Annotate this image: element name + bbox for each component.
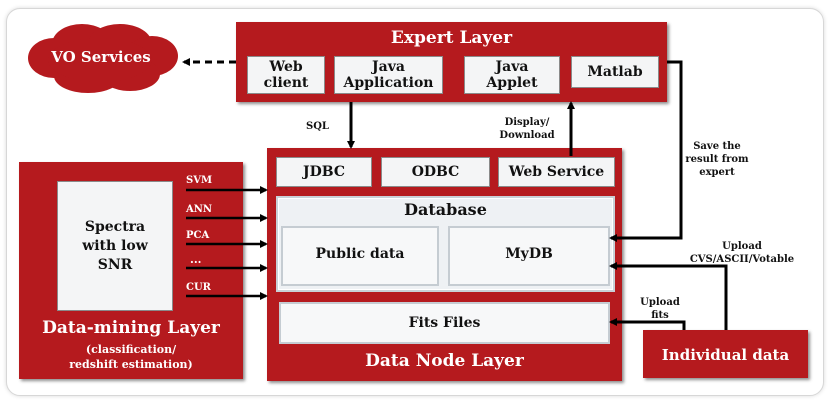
expert-layer-title: Expert Layer bbox=[390, 28, 513, 48]
upload-formats-arrow bbox=[609, 262, 728, 330]
save-result-label: Save the result from expert bbox=[685, 141, 749, 178]
public-data-label: Public data bbox=[315, 246, 405, 262]
method-label-cur: CUR bbox=[186, 282, 211, 293]
fits-files-label: Fits Files bbox=[408, 315, 481, 331]
method-label-pca: PCA bbox=[186, 230, 210, 241]
vo-services-label: VO Services bbox=[51, 48, 151, 66]
java-application-box: Java Application bbox=[334, 56, 443, 94]
save-result-arrow bbox=[609, 60, 683, 242]
web-client-box: Web client bbox=[247, 56, 325, 94]
method-label-svm: SVM bbox=[186, 175, 213, 186]
sql-label: SQL bbox=[306, 121, 329, 132]
web-service-box: Web Service bbox=[498, 157, 615, 187]
public-data-box bbox=[281, 226, 439, 286]
method-label-more: ... bbox=[190, 253, 202, 266]
individual-data-box bbox=[643, 330, 808, 378]
database-title: Database bbox=[404, 200, 487, 219]
display-download-label: Display/ Download bbox=[499, 117, 555, 141]
jdbc-box: JDBC bbox=[276, 157, 372, 187]
upload-formats-label: Upload CVS/ASCII/Votable bbox=[689, 241, 795, 265]
odbc-box: ODBC bbox=[381, 157, 490, 187]
java-applet-box: Java Applet bbox=[464, 56, 560, 94]
data-node-layer-title: Data Node Layer bbox=[365, 351, 524, 371]
matlab-box: Matlab bbox=[571, 56, 659, 88]
mydb-label: MyDB bbox=[505, 246, 553, 262]
method-label-ann: ANN bbox=[186, 204, 213, 215]
spectra-box: Spectra with low SNR bbox=[57, 181, 173, 311]
data-mining-layer-title: Data-mining Layer bbox=[42, 318, 220, 338]
data-mining-layer-subtitle: (classification/ redshift estimation) bbox=[69, 343, 193, 371]
mydb-box bbox=[448, 226, 610, 286]
individual-data-label: Individual data bbox=[661, 346, 790, 364]
upload-fits-arrow bbox=[609, 318, 686, 330]
upload-fits-label: Upload fits bbox=[640, 297, 680, 321]
fits-files-box bbox=[279, 302, 610, 344]
